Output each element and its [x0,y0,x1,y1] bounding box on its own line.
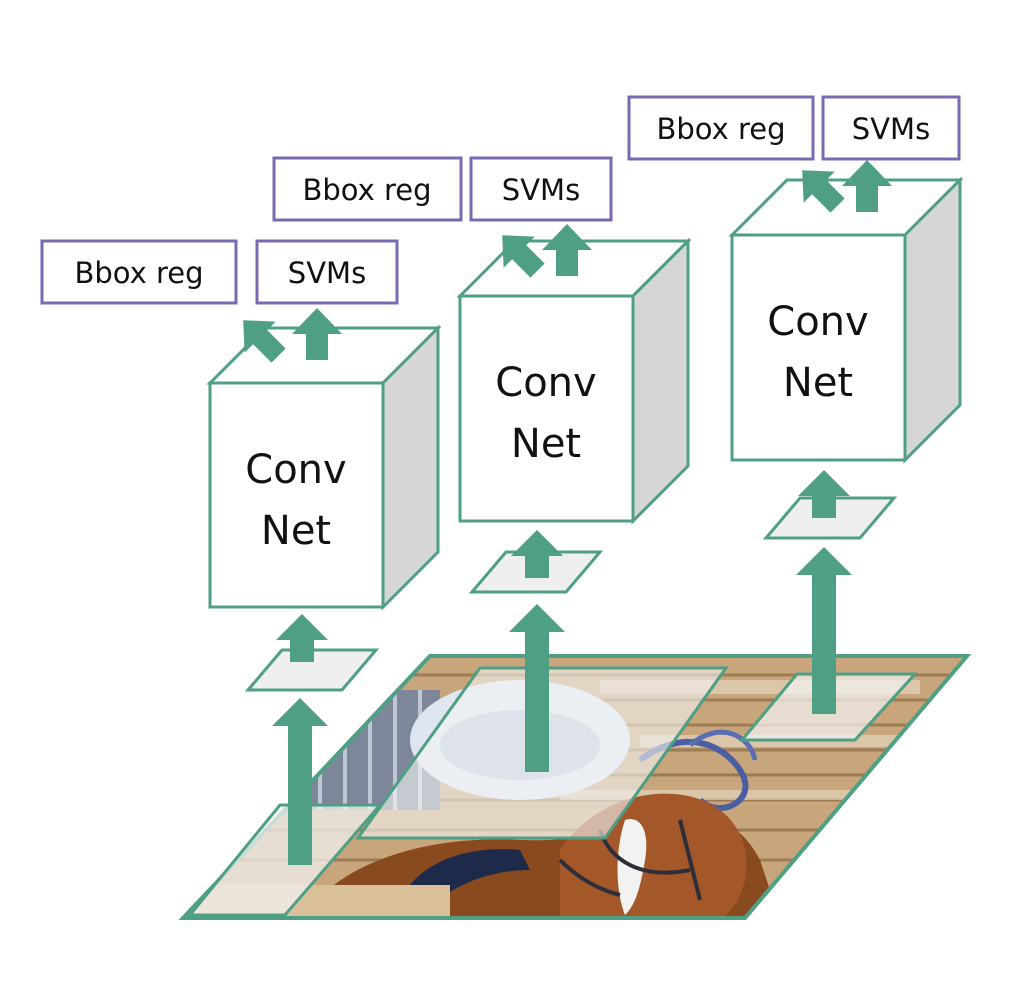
diagonal-arrow-icon [802,170,845,213]
warped-regions [244,496,898,692]
convnet-label-line1: Conv [245,447,346,493]
arrows-up [272,470,852,865]
convnet-label-line1: Conv [767,299,868,345]
svms-box [469,156,613,222]
output-boxes-middle: Bbox reg SVMs [272,156,613,222]
svms-label: SVMs [502,173,580,207]
convnet-left: Conv Net [206,324,442,611]
arrow-up-icon [842,160,892,212]
convnet-right: Conv Net [728,176,964,464]
arrow-up-icon [511,530,563,578]
convnet-label-line2: Net [783,360,853,406]
output-boxes-right: Bbox reg SVMs [627,95,961,161]
arrow-up-icon [276,614,328,662]
warped-region-left [244,648,380,692]
arrow-up-icon [798,470,850,518]
arrow-up-icon [292,308,342,360]
svms-label: SVMs [288,256,366,290]
output-arrows [243,160,892,363]
bbox-reg-label: Bbox reg [656,112,785,146]
bbox-reg-label: Bbox reg [74,256,203,290]
svms-label: SVMs [852,112,930,146]
bbox-reg-label: Bbox reg [302,173,431,207]
bbox-reg-box [40,239,238,305]
arrow-up-icon [542,224,592,276]
convnet-middle: Conv Net [456,237,692,525]
convnet-label-line1: Conv [495,360,596,406]
bbox-reg-box [272,156,463,222]
bbox-reg-box [627,95,815,161]
arrow-up-icon [272,698,328,865]
arrow-up-icon [509,604,565,772]
svms-box [821,95,961,161]
output-boxes-left: Bbox reg SVMs [40,239,399,305]
diagonal-arrow-icon [502,235,545,278]
svms-box [255,239,399,305]
arrow-up-icon [796,547,852,714]
convnet-label-line2: Net [511,421,581,467]
convnet-label-line2: Net [261,508,331,554]
diagonal-arrow-icon [243,320,286,363]
